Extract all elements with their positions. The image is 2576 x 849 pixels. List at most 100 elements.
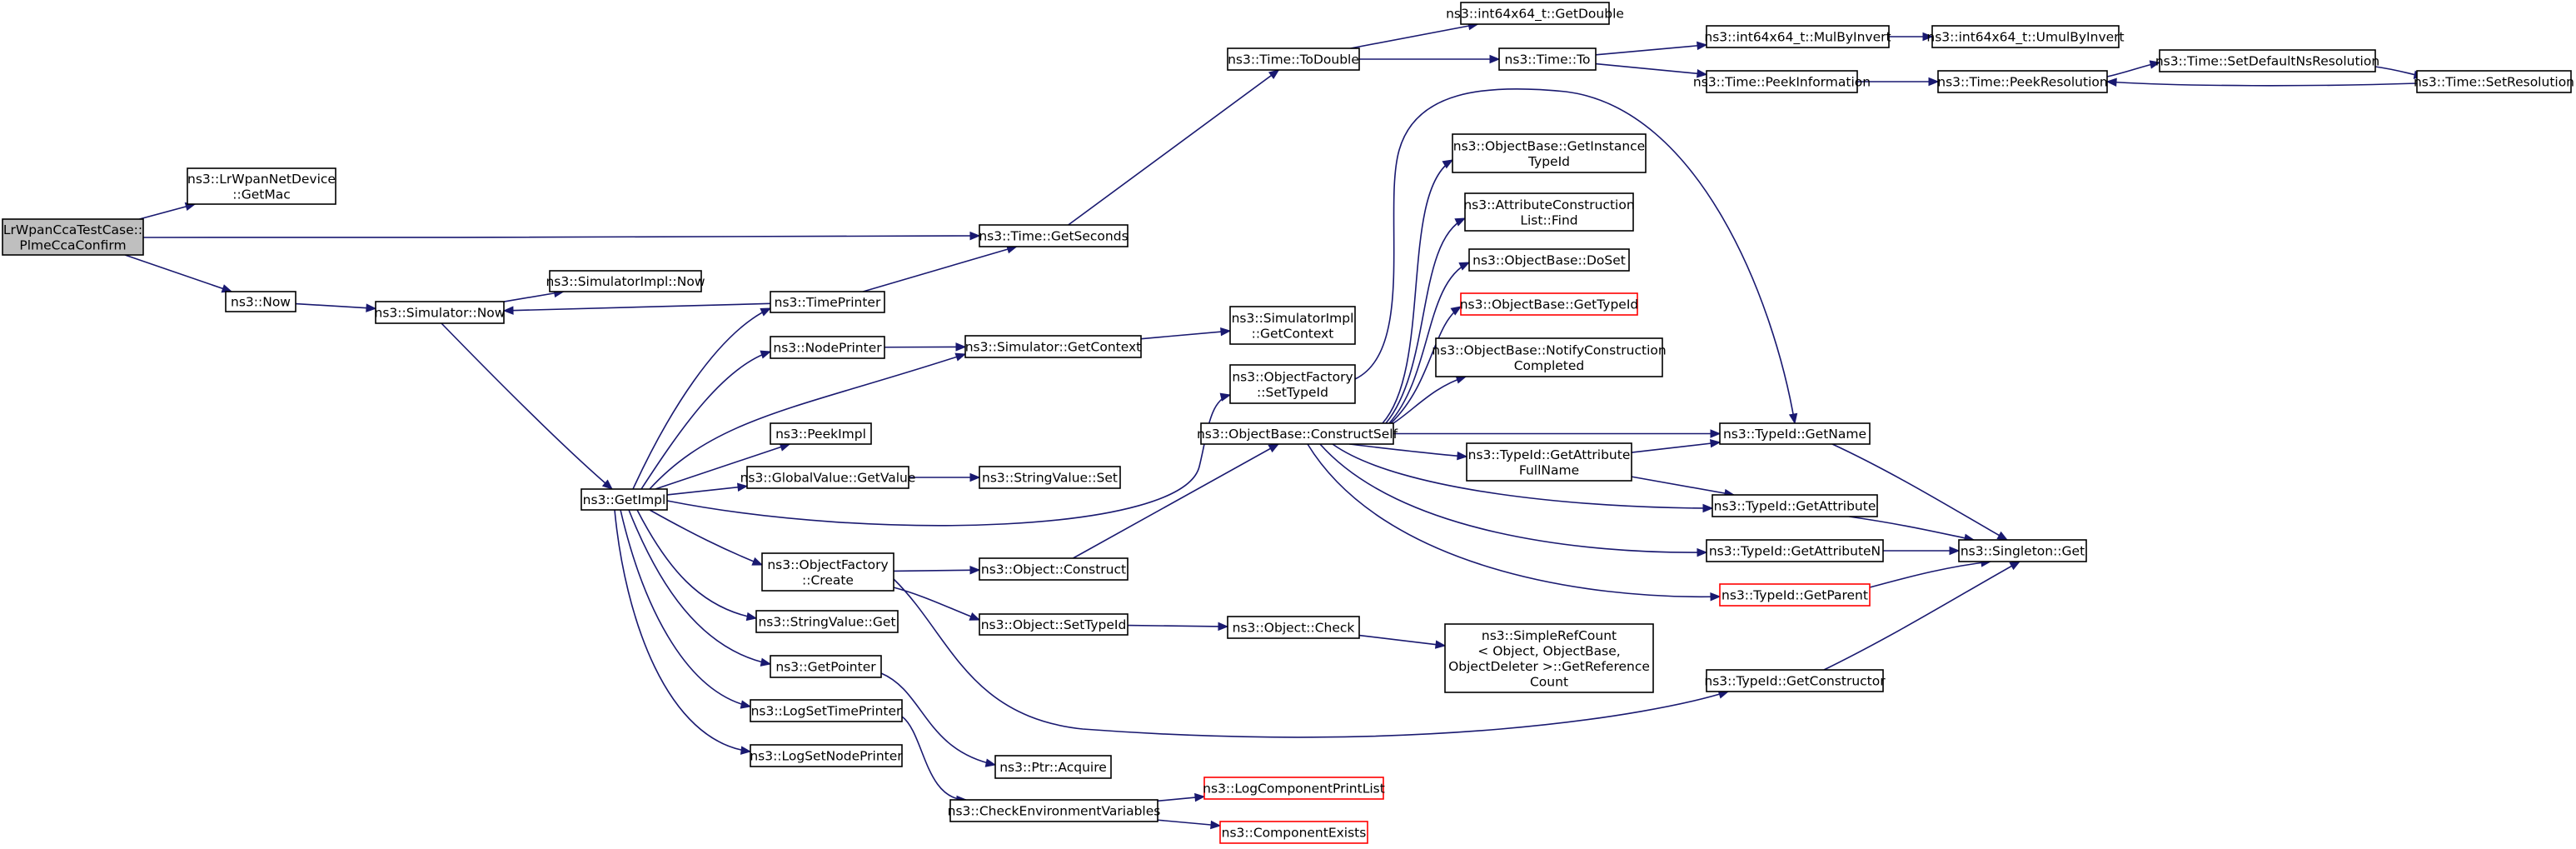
node-peekInfo[interactable]: ns3::Time::PeekInformation	[1693, 70, 1871, 93]
node-getPointer[interactable]: ns3::GetPointer	[770, 655, 882, 678]
node-box[interactable]	[1203, 777, 1384, 800]
node-logCompPrintList[interactable]: ns3::LogComponentPrintList	[1203, 777, 1385, 800]
node-box[interactable]	[1219, 821, 1368, 844]
node-checkEnv[interactable]: ns3::CheckEnvironmentVariables	[948, 799, 1161, 822]
node-nodePrinter[interactable]: ns3::NodePrinter	[770, 336, 885, 359]
node-simNow[interactable]: ns3::Simulator::Now	[375, 301, 506, 324]
node-obGetTypeId[interactable]: ns3::ObjectBase::GetTypeId	[1460, 292, 1639, 316]
node-gvGetValue[interactable]: ns3::GlobalValue::GetValue	[740, 466, 916, 489]
node-box[interactable]	[1706, 669, 1884, 692]
node-box[interactable]	[225, 291, 296, 312]
node-objSetTypeId[interactable]: ns3::Object::SetTypeId	[979, 613, 1129, 636]
node-tidGetConstructor[interactable]: ns3::TypeId::GetConstructor	[1704, 669, 1886, 692]
node-tidGetParent[interactable]: ns3::TypeId::GetParent	[1719, 583, 1871, 607]
node-box[interactable]	[2416, 70, 2572, 93]
node-toDouble[interactable]: ns3::Time::ToDouble	[1227, 47, 1360, 71]
node-timeTo[interactable]: ns3::Time::To	[1498, 47, 1597, 71]
node-box[interactable]	[761, 552, 894, 592]
node-box[interactable]	[755, 610, 899, 633]
node-box[interactable]	[1227, 616, 1360, 639]
node-peekImpl[interactable]: ns3::PeekImpl	[770, 422, 872, 445]
node-box[interactable]	[187, 167, 336, 205]
node-box[interactable]	[1468, 248, 1630, 272]
node-getImpl[interactable]: ns3::GetImpl	[580, 488, 668, 511]
node-obConstructSelf[interactable]: ns3::ObjectBase::ConstructSelf	[1197, 422, 1398, 445]
node-tidGetName[interactable]: ns3::TypeId::GetName	[1719, 422, 1871, 445]
node-umulByInvert[interactable]: ns3::int64x64_t::UmulByInvert	[1926, 25, 2125, 48]
node-box[interactable]	[964, 335, 1142, 358]
node-box[interactable]	[1229, 306, 1356, 345]
node-objConstruct[interactable]: ns3::Object::Construct	[979, 557, 1129, 581]
node-now[interactable]: ns3::Now	[225, 291, 296, 312]
node-box[interactable]	[1719, 583, 1871, 607]
node-box[interactable]	[979, 224, 1129, 247]
node-tidGetAttribute[interactable]: ns3::TypeId::GetAttribute	[1712, 494, 1878, 517]
node-root[interactable]: LrWpanCcaTestCase::PlmeCcaConfirm	[2, 218, 144, 256]
node-notifyConstruction[interactable]: ns3::ObjectBase::NotifyConstructionCompl…	[1432, 337, 1667, 377]
node-box[interactable]	[979, 557, 1129, 581]
node-timePrinter[interactable]: ns3::TimePrinter	[770, 291, 885, 313]
node-box[interactable]	[1227, 47, 1360, 71]
node-box[interactable]	[1937, 70, 2108, 93]
node-box[interactable]	[1958, 539, 2087, 562]
node-simGetContext[interactable]: ns3::Simulator::GetContext	[964, 335, 1142, 358]
node-setDefaultNsRes[interactable]: ns3::Time::SetDefaultNsResolution	[2155, 49, 2379, 72]
node-box[interactable]	[1460, 2, 1610, 25]
node-box[interactable]	[1719, 422, 1871, 445]
node-singletonGet[interactable]: ns3::Singleton::Get	[1958, 539, 2087, 562]
node-box[interactable]	[1466, 442, 1632, 482]
node-box[interactable]	[1435, 337, 1663, 377]
node-box[interactable]	[1706, 539, 1884, 562]
node-tidGetAttributeN[interactable]: ns3::TypeId::GetAttributeN	[1706, 539, 1884, 562]
node-box[interactable]	[994, 755, 1112, 779]
node-box[interactable]	[770, 422, 872, 445]
node-getDouble[interactable]: ns3::int64x64_t::GetDouble	[1446, 2, 1624, 25]
node-box[interactable]	[1706, 25, 1890, 48]
node-setResolution[interactable]: ns3::Time::SetResolution	[2414, 70, 2574, 93]
node-ptrAcquire[interactable]: ns3::Ptr::Acquire	[994, 755, 1112, 779]
node-simImplGetContext[interactable]: ns3::SimulatorImpl::GetContext	[1229, 306, 1356, 345]
node-svGet[interactable]: ns3::StringValue::Get	[755, 610, 899, 633]
node-box[interactable]	[1452, 133, 1647, 173]
node-ofCreate[interactable]: ns3::ObjectFactory::Create	[761, 552, 894, 592]
node-box[interactable]	[1460, 292, 1638, 316]
node-simImplNow[interactable]: ns3::SimulatorImpl::Now	[546, 270, 705, 292]
node-box[interactable]	[750, 699, 903, 722]
node-objCheck[interactable]: ns3::Object::Check	[1227, 616, 1360, 639]
node-box[interactable]	[949, 799, 1158, 822]
node-box[interactable]	[979, 466, 1121, 489]
node-peekResolution[interactable]: ns3::Time::PeekResolution	[1937, 70, 2108, 93]
node-box[interactable]	[770, 655, 882, 678]
node-srcGetRefCount[interactable]: ns3::SimpleRefCount< Object, ObjectBase,…	[1444, 623, 1654, 693]
node-logSetNode[interactable]: ns3::LogSetNodePrinter	[750, 744, 903, 767]
node-box[interactable]	[2159, 49, 2376, 72]
node-box[interactable]	[746, 466, 909, 489]
node-box[interactable]	[580, 488, 668, 511]
node-box[interactable]	[770, 291, 885, 313]
node-box[interactable]	[549, 270, 702, 292]
node-ofSetTypeId[interactable]: ns3::ObjectFactory::SetTypeId	[1229, 364, 1356, 404]
node-box[interactable]	[750, 744, 903, 767]
node-box[interactable]	[1229, 364, 1356, 404]
node-box[interactable]	[1464, 192, 1634, 232]
node-box[interactable]	[375, 301, 505, 324]
node-logSetTime[interactable]: ns3::LogSetTimePrinter	[750, 699, 903, 722]
node-box[interactable]	[770, 336, 885, 359]
node-box[interactable]	[1444, 623, 1654, 693]
node-box[interactable]	[979, 613, 1129, 636]
node-box[interactable]	[1712, 494, 1878, 517]
node-getMac[interactable]: ns3::LrWpanNetDevice::GetMac	[187, 167, 336, 205]
node-svSet[interactable]: ns3::StringValue::Set	[979, 466, 1121, 489]
node-getSeconds[interactable]: ns3::Time::GetSeconds	[979, 224, 1129, 247]
node-box[interactable]	[1706, 70, 1858, 93]
node-mulByInvert[interactable]: ns3::int64x64_t::MulByInvert	[1704, 25, 1891, 48]
node-compExists[interactable]: ns3::ComponentExists	[1219, 821, 1368, 844]
node-box[interactable]	[1200, 422, 1394, 445]
node-box[interactable]	[1498, 47, 1597, 71]
node-box[interactable]	[2, 218, 144, 256]
node-box[interactable]	[1931, 25, 2120, 48]
node-doSet[interactable]: ns3::ObjectBase::DoSet	[1468, 248, 1630, 272]
